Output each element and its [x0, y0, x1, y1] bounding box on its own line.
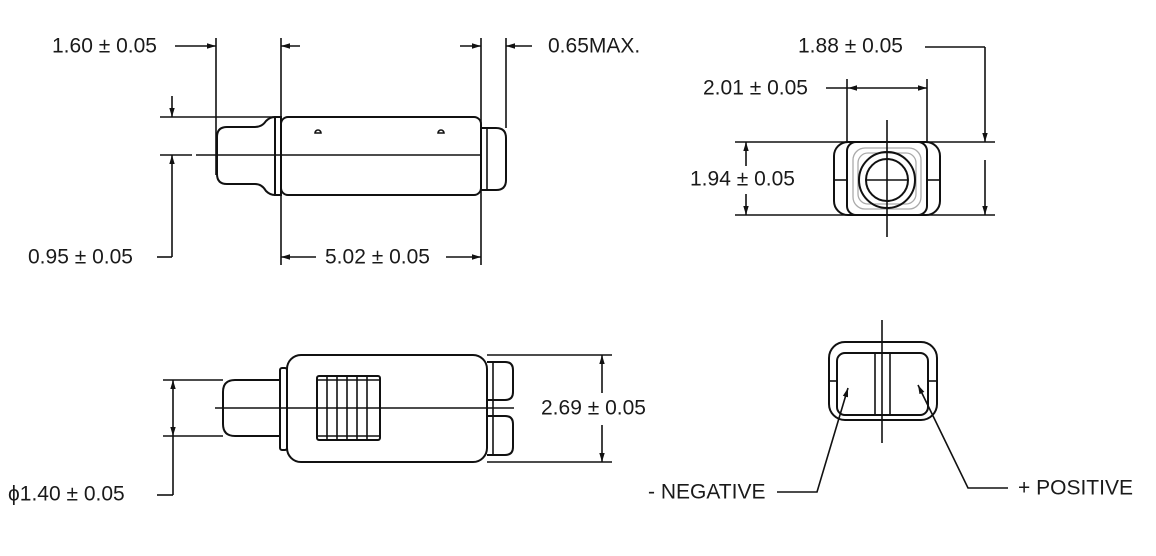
positive-terminal-callout: + POSITIVE [917, 384, 1133, 500]
dimension-outer-width: 1.88 ± 0.05 [798, 35, 988, 215]
dimension-pin-diameter: ϕ1.40 ± 0.05 [8, 379, 223, 506]
top-view-part-outline [215, 354, 514, 463]
dimension-height: 1.94 ± 0.05 [690, 141, 995, 216]
dimension-cap-length: 0.65MAX. [460, 35, 640, 265]
negative-terminal-label: - NEGATIVE [648, 481, 765, 504]
dim-pin-diameter-label: ϕ1.40 ± 0.05 [8, 483, 125, 506]
side-view: 1.60 ± 0.05 0.65MAX. 0.95 ± 0.05 5.02 ± … [28, 35, 640, 269]
dim-body-length-label: 5.02 ± 0.05 [325, 246, 430, 269]
dimension-body-width: 2.69 ± 0.05 [487, 354, 646, 463]
end-view: 1.88 ± 0.05 2.01 ± 0.05 1.94 ± 0.05 [690, 35, 995, 237]
negative-terminal-callout: - NEGATIVE [648, 387, 849, 504]
dim-inner-width-label: 2.01 ± 0.05 [703, 77, 808, 100]
terminal-view: - NEGATIVE + POSITIVE [648, 320, 1133, 504]
dim-height-label: 1.94 ± 0.05 [690, 168, 795, 191]
dim-pin-length-label: 1.60 ± 0.05 [52, 35, 157, 58]
top-view: ϕ1.40 ± 0.05 2.69 ± 0.05 [8, 354, 646, 506]
terminal-view-part-outline [828, 320, 938, 443]
dimension-body-length: 5.02 ± 0.05 [281, 246, 481, 269]
dimension-pin-length: 1.60 ± 0.05 [52, 35, 300, 265]
positive-terminal-label: + POSITIVE [1018, 477, 1133, 500]
side-view-part-outline [160, 115, 507, 197]
dim-offset-label: 0.95 ± 0.05 [28, 246, 133, 269]
dimension-offset: 0.95 ± 0.05 [28, 96, 275, 269]
dim-outer-width-label: 1.88 ± 0.05 [798, 35, 903, 58]
dim-cap-length-label: 0.65MAX. [548, 35, 640, 58]
dimension-inner-width: 2.01 ± 0.05 [703, 77, 928, 142]
dim-body-width-label: 2.69 ± 0.05 [541, 397, 646, 420]
end-view-part-outline [833, 120, 941, 237]
